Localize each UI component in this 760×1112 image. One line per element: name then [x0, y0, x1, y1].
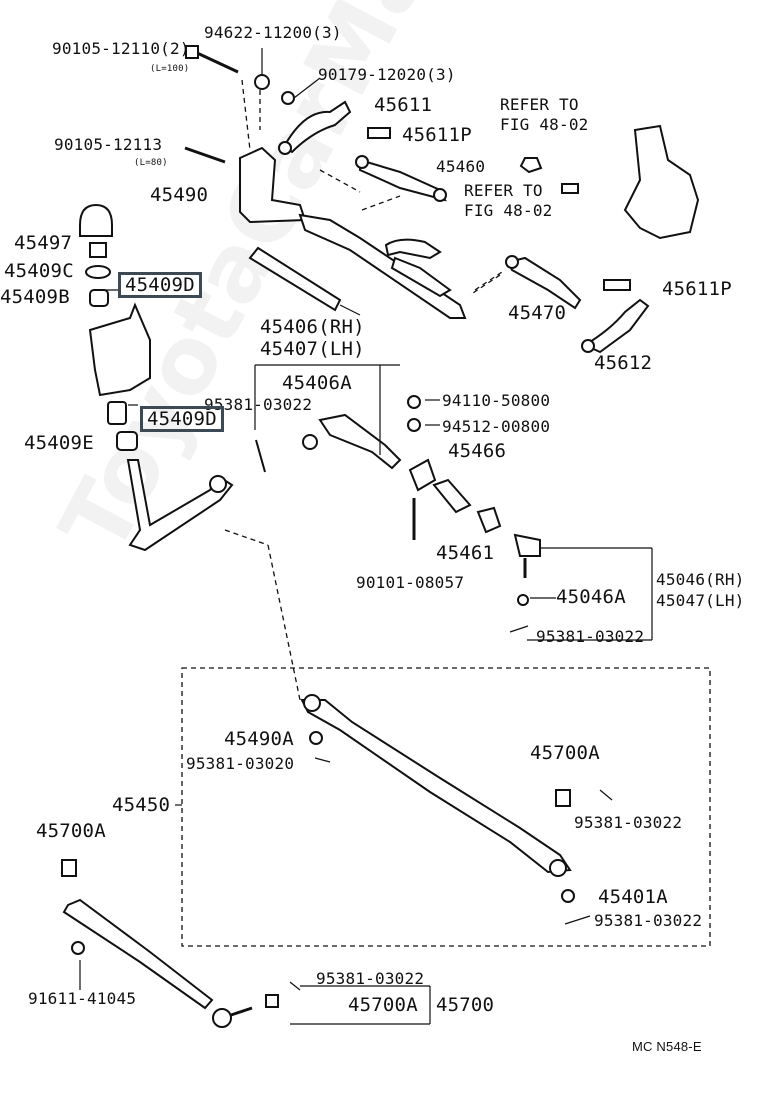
label-45046a: 45046A — [556, 586, 626, 608]
label-45700a-left: 45700A — [36, 820, 106, 842]
tie-rod-end-45046 — [509, 533, 541, 633]
nut-45700a-bottom — [265, 981, 301, 1008]
nut-45401a — [561, 889, 591, 925]
bushing-45409d — [107, 401, 127, 425]
label-45497: 45497 — [14, 232, 73, 254]
link-45470 — [505, 255, 582, 310]
label-refer1-b: FIG 48-02 — [500, 115, 589, 134]
label-refer2-b: FIG 48-02 — [464, 201, 553, 220]
arm-mid — [384, 238, 442, 260]
clamp-45466 — [408, 458, 437, 492]
arm-45612 — [581, 298, 650, 354]
label-refer2-a: REFER TO — [464, 181, 543, 200]
shock-upper — [248, 246, 361, 316]
cap-45497 — [79, 203, 113, 237]
label-45409d-highlight-top: 45409D — [118, 272, 202, 298]
label-45406: 45406(RH) — [260, 316, 365, 338]
idler-arm — [126, 459, 234, 552]
bolt-90105-12110 — [185, 45, 239, 74]
label-45611p-top: 45611P — [402, 124, 472, 146]
label-45046: 45046(RH) — [656, 570, 745, 589]
bushing-45409b — [89, 289, 109, 307]
label-45409b: 45409B — [0, 286, 70, 308]
label-90179: 90179-12020(3) — [318, 65, 456, 84]
label-90105-12110: 90105-12110(2) — [52, 39, 190, 58]
nut-90179 — [281, 77, 321, 105]
label-95381-e: 95381-03022 — [594, 911, 703, 930]
clamp-right — [476, 506, 502, 534]
label-45406a: 45406A — [282, 372, 352, 394]
label-45461: 45461 — [436, 542, 495, 564]
label-45450: 45450 — [112, 794, 171, 816]
label-95381-d: 95381-03022 — [574, 813, 683, 832]
label-45409c: 45409C — [4, 260, 74, 282]
label-45700a-bottom: 45700A — [348, 994, 418, 1016]
nut-45700a-right — [555, 789, 613, 807]
steering-damper-45700 — [62, 898, 253, 1028]
arm-45611 — [278, 100, 352, 155]
bracket-body — [88, 302, 151, 397]
label-94110: 94110-50800 — [442, 391, 551, 410]
label-95381-f: 95381-03022 — [316, 969, 425, 988]
label-refer1-a: REFER TO — [500, 95, 579, 114]
label-45470: 45470 — [508, 302, 567, 324]
label-45612: 45612 — [594, 352, 653, 374]
knuckle-outline — [623, 124, 700, 240]
label-94622: 94622-11200(3) — [204, 23, 342, 42]
label-45700a-right: 45700A — [530, 742, 600, 764]
label-90105-12113-note: (L=80) — [134, 158, 168, 168]
label-95381-a: 95381-03022 — [204, 395, 313, 414]
label-45401a: 45401A — [598, 886, 668, 908]
tie-rod-end-45406 — [255, 413, 402, 473]
sleeve-45461 — [432, 478, 472, 514]
nut-refer — [519, 157, 579, 194]
label-95381-b: 95381-03022 — [536, 627, 645, 646]
label-90105-12113: 90105-12113 — [54, 135, 163, 154]
bushing-45409c — [85, 242, 111, 279]
link-45460 — [355, 155, 447, 202]
label-45700: 45700 — [436, 994, 495, 1016]
label-91611: 91611-41045 — [28, 989, 137, 1008]
nut-45700a-left — [61, 859, 77, 877]
label-45047: 45047(LH) — [656, 591, 745, 610]
nut-45490a — [309, 731, 331, 763]
label-90105-12110-note: (L=100) — [150, 64, 190, 74]
label-45611: 45611 — [374, 94, 433, 116]
label-45466: 45466 — [448, 440, 507, 462]
bolt-45611p-top — [367, 127, 391, 139]
label-45407: 45407(LH) — [260, 338, 365, 360]
label-90101: 90101-08057 — [356, 573, 465, 592]
washers-94110 — [407, 395, 421, 432]
tie-rod-45450 — [300, 694, 572, 877]
label-45490a: 45490A — [224, 728, 294, 750]
label-45409d-highlight-mid: 45409D — [140, 406, 224, 432]
label-45490: 45490 — [150, 184, 209, 206]
diagram-code: MC N548-E — [632, 1039, 702, 1054]
label-45611p-right: 45611P — [662, 278, 732, 300]
label-45409e: 45409E — [24, 432, 94, 454]
bolt-45611p-right — [603, 279, 631, 291]
label-95381-c: 95381-03020 — [186, 754, 295, 773]
bracket-45490 — [184, 79, 307, 224]
bushing-45409e — [116, 431, 138, 451]
label-94512: 94512-00800 — [442, 417, 551, 436]
label-45460: 45460 — [436, 157, 486, 176]
drag-link — [298, 213, 467, 319]
washer-94622 — [254, 48, 270, 90]
